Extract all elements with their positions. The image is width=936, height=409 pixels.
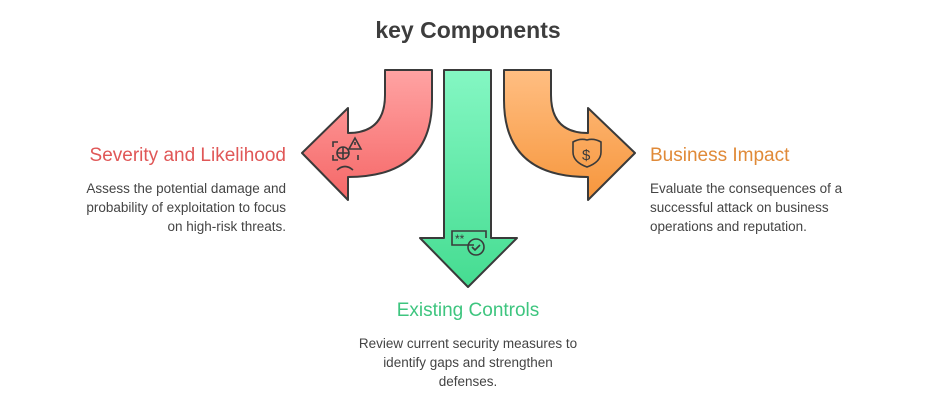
business-heading: Business Impact (650, 145, 790, 166)
severity-description: Assess the potential damage and probabil… (86, 179, 286, 236)
line: Review current security measures to (358, 336, 578, 351)
line: identify gaps and strengthen (383, 355, 553, 370)
svg-text:$: $ (582, 147, 591, 164)
line: Evaluate the consequences of a (650, 181, 843, 196)
line: operations and reputation. (650, 219, 807, 234)
arrow-severity (301, 69, 433, 201)
controls-heading: Existing Controls (396, 300, 540, 321)
line: successful attack on business (650, 200, 829, 215)
controls-description: Review current security measures to iden… (0, 334, 936, 391)
line: probability of exploitation to focus (86, 200, 286, 215)
svg-text:**: ** (455, 232, 465, 246)
line: Assess the potential damage and (86, 181, 286, 196)
severity-heading: Severity and Likelihood (89, 145, 286, 166)
risk-warning-icon (332, 136, 363, 171)
shield-dollar-icon: $ (572, 138, 602, 168)
diagram-title: key Components (375, 17, 561, 43)
arrow-business (503, 69, 636, 201)
business-description: Evaluate the consequences of a successfu… (650, 179, 842, 236)
password-check-icon: ** (451, 230, 487, 256)
line: defenses. (438, 374, 498, 389)
line: on high-risk threats. (167, 219, 286, 234)
arrow-controls (419, 69, 518, 288)
